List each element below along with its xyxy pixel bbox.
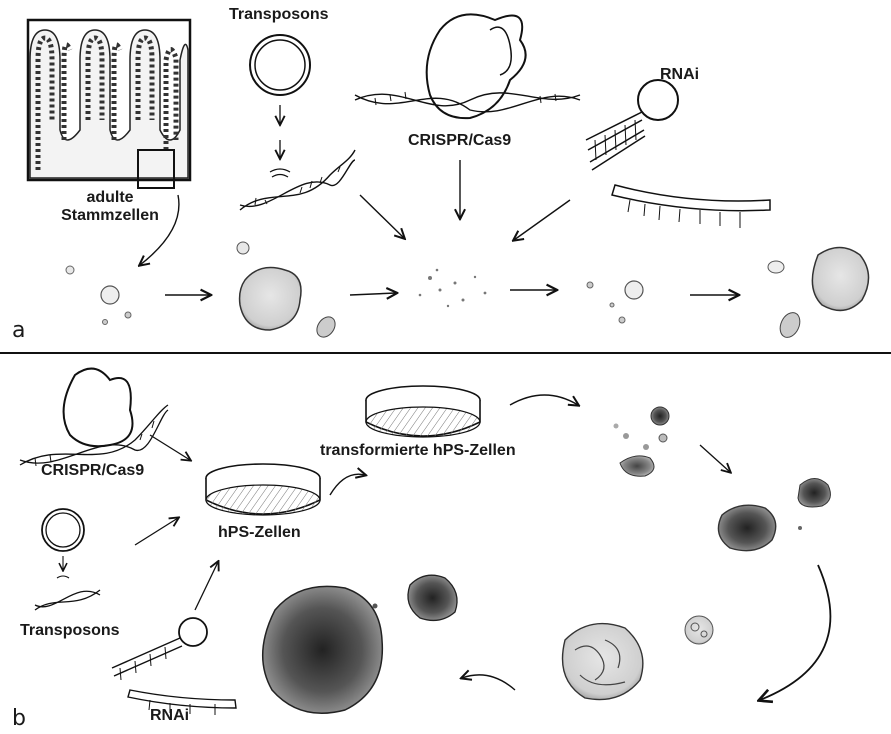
dna-helix-icon [240,150,355,210]
arrows-to-hps [135,435,218,610]
arrow-maturation [760,565,830,700]
crispr-cas9-icon-b [20,369,168,466]
arrow-to-transformed [330,474,365,495]
label-transposons-b: Transposons [20,622,120,640]
mature-organoids [563,616,714,700]
label-rnai-a: RNAi [660,66,699,84]
early-organoids [614,407,670,476]
label-hps-cells: hPS-Zellen [218,524,301,542]
arrow-early-growth [700,445,730,472]
intestinal-crypt-illustration [28,20,190,188]
transposon-plasmid-icon-b [35,509,100,610]
panel-letter-a: a [12,318,25,343]
tumoroids [263,575,457,713]
convergence-arrows [140,160,570,265]
organoid-progression-row [66,242,869,341]
crispr-cas9-icon [355,14,580,118]
growing-organoids [718,479,830,551]
label-rnai-b: RNAi [150,707,189,725]
label-adult-stem-cells-line2: Stammzellen [40,207,180,225]
panel-a [28,14,869,340]
rnai-hairpin-icon [586,80,770,228]
crypt-organoid [237,242,339,341]
dissociated-cells [419,269,487,307]
transformed-organoid [768,248,869,341]
petri-dish-hps [206,464,320,515]
label-crispr-b: CRISPR/Cas9 [41,462,144,480]
label-transformed-hps-cells: transformierte hPS-Zellen [320,442,516,460]
petri-dish-transformed [366,386,480,437]
transposon-plasmid-icon [250,35,310,177]
arrow-to-organoids [510,395,578,405]
label-transposons-a: Transposons [229,6,329,24]
arrow-to-tumor [462,675,515,690]
panel-letter-b: b [12,706,26,731]
label-crispr-a: CRISPR/Cas9 [408,132,511,150]
rnai-hairpin-icon-b [112,618,236,715]
label-adult-stem-cells-line1: adulte [40,189,180,207]
panel-b [20,369,830,715]
